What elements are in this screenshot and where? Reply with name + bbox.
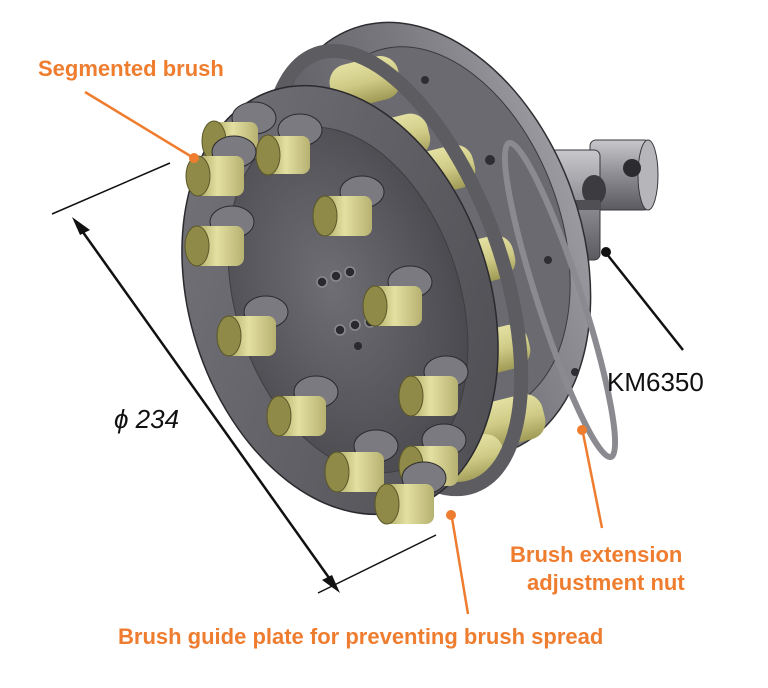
label-diameter: ϕ 234 (114, 404, 179, 434)
label-segmented-brush: Segmented brush (38, 56, 224, 81)
leader-guide-plate (450, 517, 470, 615)
leader-dot-km (601, 247, 611, 257)
dimension-arrow-bottom (322, 575, 340, 593)
leader-dot-guide-plate (446, 510, 456, 520)
label-km6350: KM6350 (607, 367, 704, 397)
brush-segment (216, 295, 289, 357)
brush-segment (255, 113, 323, 176)
label-nut-line1: Brush extension (510, 542, 682, 567)
leader-dot-segmented-brush (189, 153, 199, 163)
brush-segment (324, 429, 399, 493)
brush-segment (374, 461, 447, 525)
extension-line-bottom (317, 534, 437, 594)
extension-line-top (51, 162, 171, 215)
label-guide-plate: Brush guide plate for preventing brush s… (118, 624, 603, 649)
leader-nut (581, 432, 604, 529)
leader-km (605, 252, 684, 351)
brush-segment (398, 355, 469, 417)
brush-segment (362, 265, 433, 327)
brush-segment (312, 175, 385, 237)
brush-segment (266, 375, 339, 437)
leader-segmented-brush (84, 90, 193, 159)
leader-dot-nut (577, 425, 587, 435)
brush-segment (184, 205, 255, 267)
label-nut-line2: adjustment nut (527, 570, 685, 595)
segmented-brushes (184, 101, 469, 525)
brush-tool-illustration (181, 21, 659, 525)
annotation-lines (51, 90, 684, 615)
dimension-line (78, 227, 334, 583)
dimension-arrow-top (72, 217, 90, 235)
brush-segment (185, 135, 257, 197)
